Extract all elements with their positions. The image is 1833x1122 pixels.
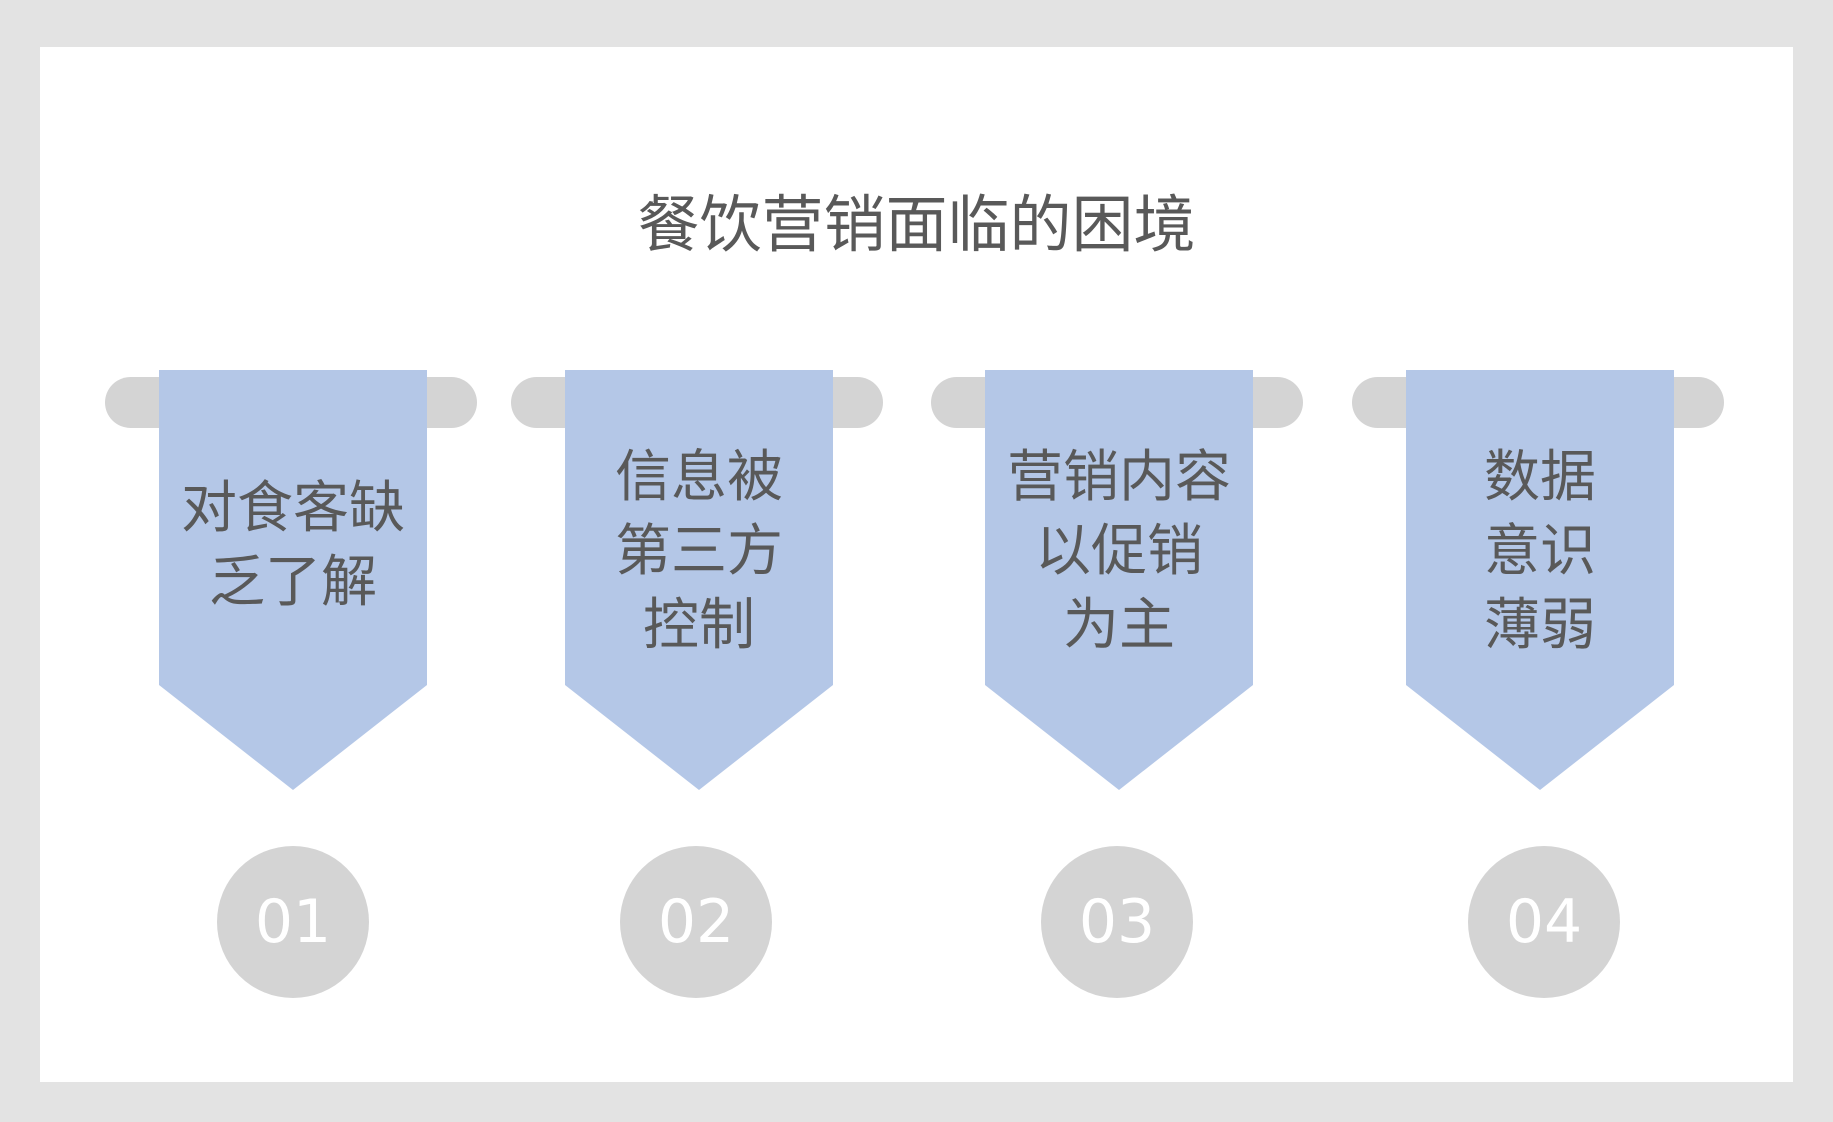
- slide: 餐饮营销面临的困境 对食客缺 乏了解 01 信息被 第三方 控制 02 营销内容…: [40, 47, 1793, 1082]
- number-badge-1: 01: [217, 846, 369, 998]
- banner-text: 数据 意识 薄弱: [1484, 445, 1596, 658]
- card-4: 数据 意识 薄弱: [1352, 321, 1724, 798]
- card-1: 对食客缺 乏了解: [105, 321, 477, 798]
- number-badge-3: 03: [1041, 846, 1193, 998]
- card-3: 营销内容 以促销 为主: [931, 321, 1303, 798]
- number-badge-2: 02: [620, 846, 772, 998]
- slide-title: 餐饮营销面临的困境: [637, 188, 1196, 261]
- banner-text: 对食客缺 乏了解: [181, 476, 405, 615]
- card-2: 信息被 第三方 控制: [511, 321, 883, 798]
- banner-text: 营销内容 以促销 为主: [1007, 445, 1231, 658]
- number-badge-4: 04: [1468, 846, 1620, 998]
- banner-shape: [565, 370, 833, 790]
- banner-text: 信息被 第三方 控制: [615, 445, 783, 658]
